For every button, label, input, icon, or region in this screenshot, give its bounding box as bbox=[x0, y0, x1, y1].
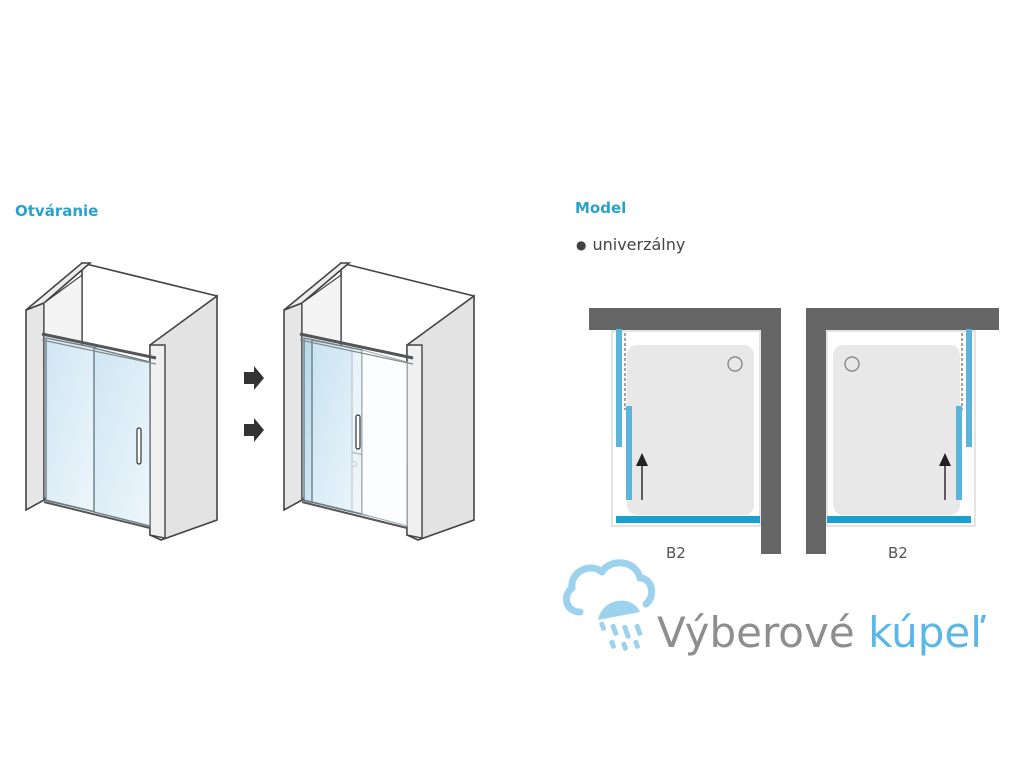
floor-plan-right bbox=[806, 308, 999, 554]
watermark-word-2: kúpeľ bbox=[868, 608, 986, 657]
model-list-item: ● univerzálny bbox=[576, 235, 685, 254]
opening-heading: Otváranie bbox=[15, 202, 99, 220]
arrow-right-icon bbox=[244, 418, 264, 442]
bullet-icon: ● bbox=[576, 238, 587, 252]
watermark-word-1: Výberové bbox=[657, 608, 855, 657]
floor-plan-left bbox=[589, 308, 781, 554]
model-item-label: univerzálny bbox=[592, 235, 686, 254]
shower-enclosure-open bbox=[283, 261, 475, 541]
plan-label-right: B2 bbox=[888, 544, 908, 562]
plan-label-left: B2 bbox=[666, 544, 686, 562]
watermark-text: Výberové kúpeľ bbox=[657, 608, 986, 657]
cloud-shower-icon bbox=[562, 559, 656, 651]
shower-enclosure-closed bbox=[25, 261, 218, 541]
arrow-right-icon bbox=[244, 366, 264, 390]
model-heading: Model bbox=[575, 199, 627, 217]
